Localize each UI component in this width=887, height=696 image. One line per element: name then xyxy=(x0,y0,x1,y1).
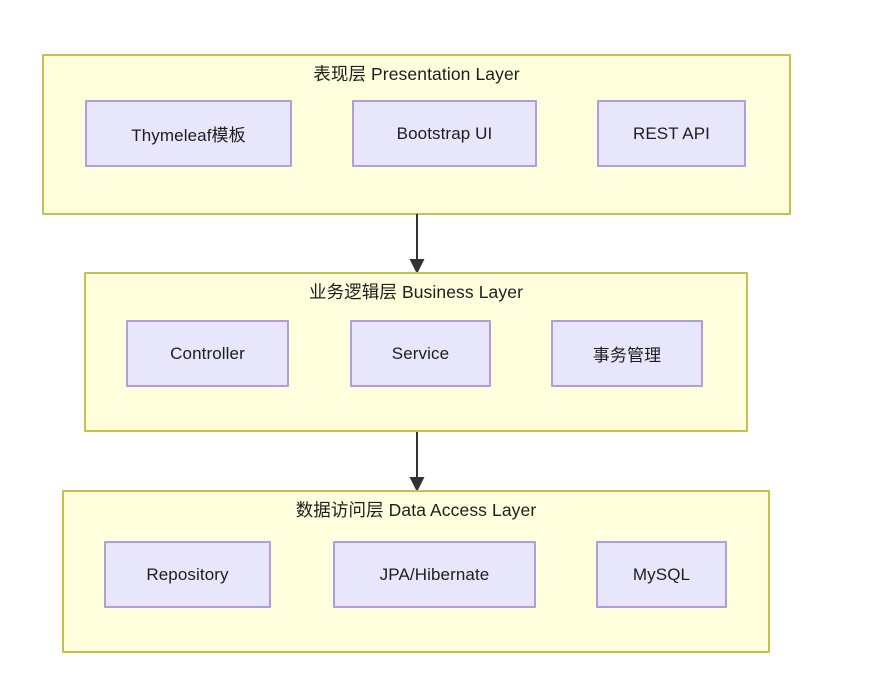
node-repository[interactable]: Repository xyxy=(104,541,271,608)
node-label: Service xyxy=(391,343,450,363)
node-thymeleaf-template[interactable]: Thymeleaf模板 xyxy=(85,100,292,167)
arrow-business-to-data-access xyxy=(409,432,425,492)
node-mysql[interactable]: MySQL xyxy=(596,541,727,608)
node-bootstrap-ui[interactable]: Bootstrap UI xyxy=(352,100,537,167)
node-service[interactable]: Service xyxy=(350,320,491,387)
node-label: Bootstrap UI xyxy=(396,123,493,143)
node-label: MySQL xyxy=(632,564,691,584)
node-label: Repository xyxy=(146,564,229,584)
node-controller[interactable]: Controller xyxy=(126,320,289,387)
node-label: REST API xyxy=(632,123,711,143)
node-transaction-management[interactable]: 事务管理 xyxy=(551,320,703,387)
node-label: Controller xyxy=(170,343,245,363)
node-label: Thymeleaf模板 xyxy=(131,126,246,145)
node-label: 事务管理 xyxy=(592,346,662,365)
node-jpa-hibernate[interactable]: JPA/Hibernate xyxy=(333,541,536,608)
node-label: JPA/Hibernate xyxy=(379,564,490,584)
node-rest-api[interactable]: REST API xyxy=(597,100,746,167)
arrow-presentation-to-business xyxy=(409,214,425,274)
